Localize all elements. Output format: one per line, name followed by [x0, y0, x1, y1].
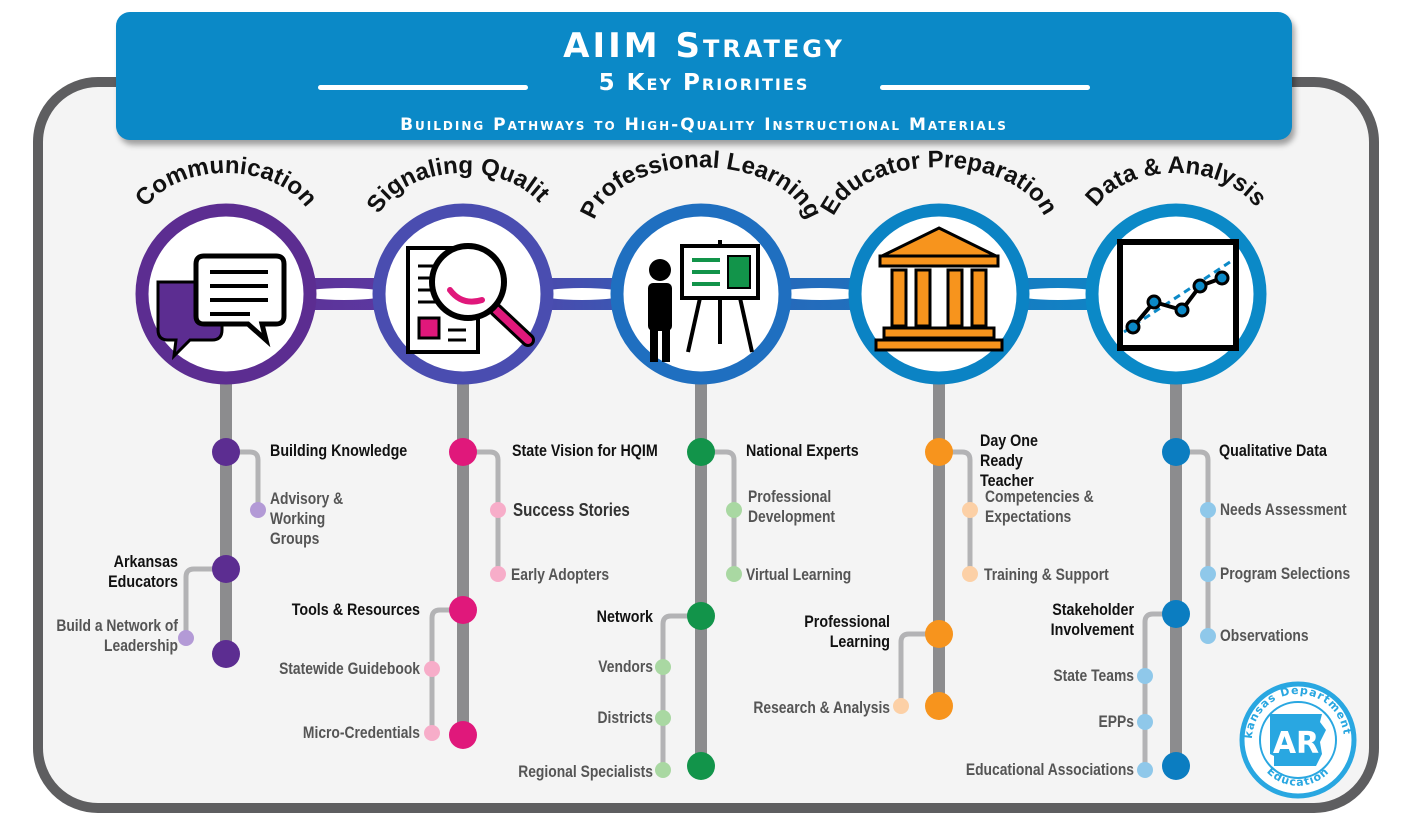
- sub-node: [490, 502, 506, 518]
- speech-bubbles-icon: [156, 253, 287, 361]
- sub-node: [1137, 714, 1153, 730]
- line-chart-icon: [1117, 239, 1239, 351]
- branch-label: Day One Ready Teacher: [980, 431, 1038, 490]
- branch-label: Tools & Resources: [291, 600, 420, 619]
- sub-label: Build a Network of Leadership: [56, 617, 179, 655]
- document-magnifier-icon: [406, 243, 535, 354]
- node: [687, 602, 715, 630]
- sub-node: [250, 502, 266, 518]
- sub-label: Regional Specialists: [518, 763, 653, 781]
- page-title: AIIM Strategy: [563, 26, 845, 66]
- sub-node: [726, 502, 742, 518]
- page-tagline: Building Pathways to High-Quality Instru…: [400, 115, 1008, 135]
- main-nodes: [212, 438, 1190, 780]
- sub-label: Educational Associations: [965, 761, 1134, 779]
- sub-label: Advisory & Working Groups: [270, 490, 344, 548]
- branch-label: Building Knowledge: [270, 441, 408, 460]
- sub-node: [178, 630, 194, 646]
- node: [925, 438, 953, 466]
- branch-label: State Vision for HQIM: [512, 441, 658, 460]
- sub-nodes: [178, 502, 1216, 778]
- node: [1162, 752, 1190, 780]
- sub-node: [1200, 566, 1216, 582]
- sub-label: Early Adopters: [511, 566, 610, 584]
- node: [925, 620, 953, 648]
- sub-node: [962, 502, 978, 518]
- branch-label: Arkansas Educators: [108, 552, 178, 591]
- sub-label: Micro-Credentials: [302, 724, 420, 742]
- sub-label: Success Stories: [513, 500, 630, 520]
- node: [449, 721, 477, 749]
- subtitle-rule-right: [880, 85, 1090, 90]
- node: [1162, 438, 1190, 466]
- sub-node: [655, 710, 671, 726]
- arkansas-state-shape-icon: [1270, 714, 1326, 766]
- sub-node: [726, 566, 742, 582]
- subtitle-rule-left: [318, 85, 528, 90]
- sub-node: [1200, 502, 1216, 518]
- sub-label: Training & Support: [984, 566, 1109, 584]
- sub-label: Vendors: [598, 658, 653, 676]
- node: [212, 640, 240, 668]
- sub-label: Virtual Learning: [746, 566, 852, 584]
- node: [212, 555, 240, 583]
- sub-label: Competencies & Expectations: [985, 488, 1094, 526]
- sub-node: [424, 661, 440, 677]
- chain-links: [300, 288, 1102, 300]
- branch-brackets: [183, 449, 1211, 770]
- sub-label: Statewide Guidebook: [279, 660, 420, 678]
- sub-node: [1137, 668, 1153, 684]
- sub-label: Program Selections: [1220, 565, 1351, 583]
- sub-label: Needs Assessment: [1220, 501, 1347, 519]
- node: [212, 438, 240, 466]
- branch-label: Professional Learning: [804, 612, 890, 651]
- branch-label: National Experts: [746, 441, 859, 460]
- sub-node: [655, 762, 671, 778]
- sub-label: Districts: [597, 709, 653, 727]
- sub-label: EPPs: [1098, 713, 1134, 731]
- node: [687, 752, 715, 780]
- node: [449, 596, 477, 624]
- sub-node: [893, 698, 909, 714]
- branch-label: Qualitative Data: [1219, 441, 1327, 460]
- seal-monogram: AR: [1273, 726, 1319, 761]
- header-banner: AIIM Strategy 5 Key Priorities Building …: [116, 12, 1292, 140]
- sub-label: Observations: [1220, 627, 1309, 645]
- branch-label: Network: [596, 607, 653, 626]
- branch-label: Stakeholder Involvement: [1050, 600, 1134, 639]
- trunks: [220, 364, 1182, 772]
- sub-node: [1200, 628, 1216, 644]
- sub-node: [424, 725, 440, 741]
- sub-node: [962, 566, 978, 582]
- node: [925, 692, 953, 720]
- sub-label: Research & Analysis: [753, 699, 890, 717]
- sub-node: [655, 659, 671, 675]
- node: [1162, 600, 1190, 628]
- page-subtitle: 5 Key Priorities: [598, 70, 810, 96]
- presenter-easel-icon: [648, 240, 760, 362]
- sub-node: [1137, 762, 1153, 778]
- sub-label: Professional Development: [748, 488, 836, 526]
- institution-building-icon: [874, 226, 1004, 352]
- node: [687, 438, 715, 466]
- sub-node: [490, 566, 506, 582]
- sub-label: State Teams: [1053, 667, 1134, 685]
- node: [449, 438, 477, 466]
